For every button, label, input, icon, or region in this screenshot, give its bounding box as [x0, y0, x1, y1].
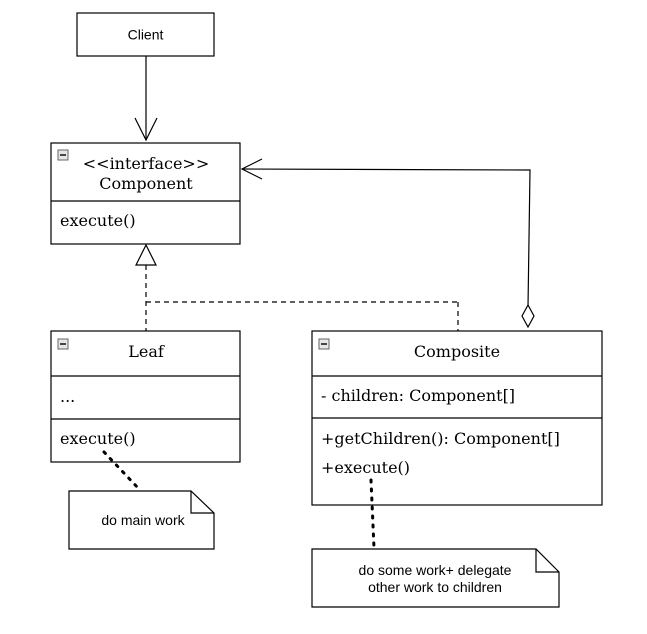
- realization-connector: [135, 243, 459, 331]
- composite-name: Composite: [414, 342, 500, 361]
- hollow-triangle-arrowhead: [135, 243, 157, 266]
- composite-method: +getChildren(): Component[]: [321, 429, 560, 448]
- aggregation-diamond: [521, 303, 535, 329]
- client-label: Client: [128, 27, 164, 43]
- composite-note-text-line: do some work+ delegate: [359, 562, 512, 578]
- aggregation-connector: [240, 158, 535, 329]
- leaf-class-box[interactable]: Leaf ... execute(): [50, 330, 241, 463]
- leaf-attribute: ...: [60, 387, 75, 406]
- minus-box-icon[interactable]: [57, 149, 69, 161]
- composite-note-link: [369, 478, 376, 550]
- composite-class-box[interactable]: Composite - children: Component[] +getCh…: [311, 330, 603, 506]
- leaf-note-text: do main work: [101, 512, 185, 528]
- minus-box-icon[interactable]: [57, 338, 69, 350]
- composite-attribute: - children: Component[]: [321, 386, 515, 405]
- leaf-note-link: [102, 450, 141, 491]
- composite-note-text-line: other work to children: [368, 579, 502, 595]
- component-name: Component: [99, 174, 193, 193]
- client-box[interactable]: Client: [76, 12, 215, 57]
- component-interface-box[interactable]: <<interface>> Component execute(): [50, 142, 241, 245]
- client-to-component-arrow: [134, 56, 158, 142]
- composite-note[interactable]: do some work+ delegate other work to chi…: [311, 548, 560, 608]
- leaf-note[interactable]: do main work: [68, 490, 215, 550]
- leaf-method: execute(): [60, 429, 136, 448]
- leaf-name: Leaf: [128, 342, 165, 361]
- composite-method: +execute(): [321, 458, 410, 477]
- minus-box-icon[interactable]: [318, 338, 330, 350]
- component-stereotype: <<interface>>: [83, 154, 209, 173]
- component-method: execute(): [60, 211, 136, 230]
